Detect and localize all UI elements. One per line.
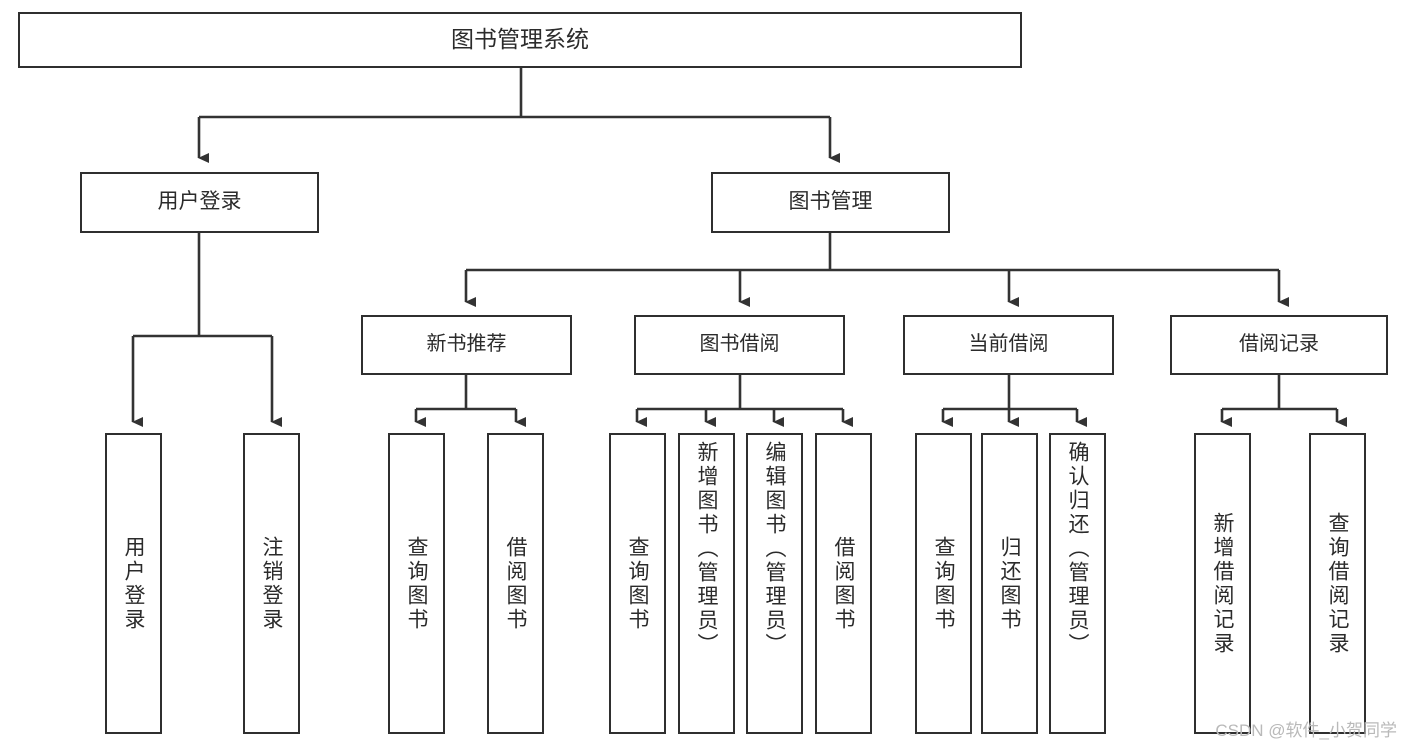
node-new-book-recommend[interactable]: 新书推荐	[361, 315, 572, 375]
leaf-query-borrow-record[interactable]: 查询借阅记录	[1309, 433, 1366, 734]
leaf-query-book-recommend-label: 查询图书	[405, 535, 428, 632]
leaf-edit-book-admin[interactable]: 编辑图书（管理员）	[746, 433, 803, 734]
node-book-borrow-label: 图书借阅	[699, 333, 780, 356]
node-borrow-record-label: 借阅记录	[1239, 333, 1319, 356]
leaf-borrow-book-recommend[interactable]: 借阅图书	[487, 433, 544, 734]
leaf-add-book-admin[interactable]: 新增图书（管理员）	[678, 433, 735, 734]
leaf-borrow-book-label: 借阅图书	[832, 535, 855, 632]
leaf-borrow-book[interactable]: 借阅图书	[815, 433, 872, 734]
leaf-user-login-label: 用户登录	[122, 535, 145, 632]
leaf-logout[interactable]: 注销登录	[243, 433, 300, 734]
leaf-add-borrow-record-label: 新增借阅记录	[1211, 511, 1234, 656]
node-book-borrow[interactable]: 图书借阅	[634, 315, 845, 375]
leaf-query-book-current[interactable]: 查询图书	[915, 433, 972, 734]
leaf-add-book-admin-label: 新增图书（管理员）	[695, 441, 718, 657]
leaf-confirm-return-admin[interactable]: 确认归还（管理员）	[1049, 433, 1106, 734]
leaf-logout-label: 注销登录	[260, 535, 283, 632]
leaf-edit-book-admin-label: 编辑图书（管理员）	[763, 441, 786, 657]
leaf-borrow-book-recommend-label: 借阅图书	[504, 535, 527, 632]
leaf-add-borrow-record[interactable]: 新增借阅记录	[1194, 433, 1251, 734]
watermark-text: CSDN @软件_小贺同学	[1215, 721, 1397, 740]
leaf-query-book-borrow-label: 查询图书	[626, 535, 649, 632]
leaf-return-book-label: 归还图书	[998, 535, 1021, 632]
leaf-user-login[interactable]: 用户登录	[105, 433, 162, 734]
node-current-borrow[interactable]: 当前借阅	[903, 315, 1114, 375]
node-root[interactable]: 图书管理系统	[18, 12, 1022, 68]
leaf-query-borrow-record-label: 查询借阅记录	[1326, 511, 1349, 656]
node-current-borrow-label: 当前借阅	[968, 333, 1049, 356]
leaf-query-book-borrow[interactable]: 查询图书	[609, 433, 666, 734]
node-root-label: 图书管理系统	[451, 26, 589, 53]
node-book-management-label: 图书管理	[788, 190, 873, 214]
node-user-login[interactable]: 用户登录	[80, 172, 319, 233]
leaf-query-book-recommend[interactable]: 查询图书	[388, 433, 445, 734]
node-book-management[interactable]: 图书管理	[711, 172, 950, 233]
leaf-confirm-return-admin-label: 确认归还（管理员）	[1066, 441, 1089, 657]
node-user-login-label: 用户登录	[157, 190, 242, 214]
node-new-book-recommend-label: 新书推荐	[426, 333, 507, 356]
leaf-return-book[interactable]: 归还图书	[981, 433, 1038, 734]
leaf-query-book-current-label: 查询图书	[932, 535, 955, 632]
node-borrow-record[interactable]: 借阅记录	[1170, 315, 1388, 375]
